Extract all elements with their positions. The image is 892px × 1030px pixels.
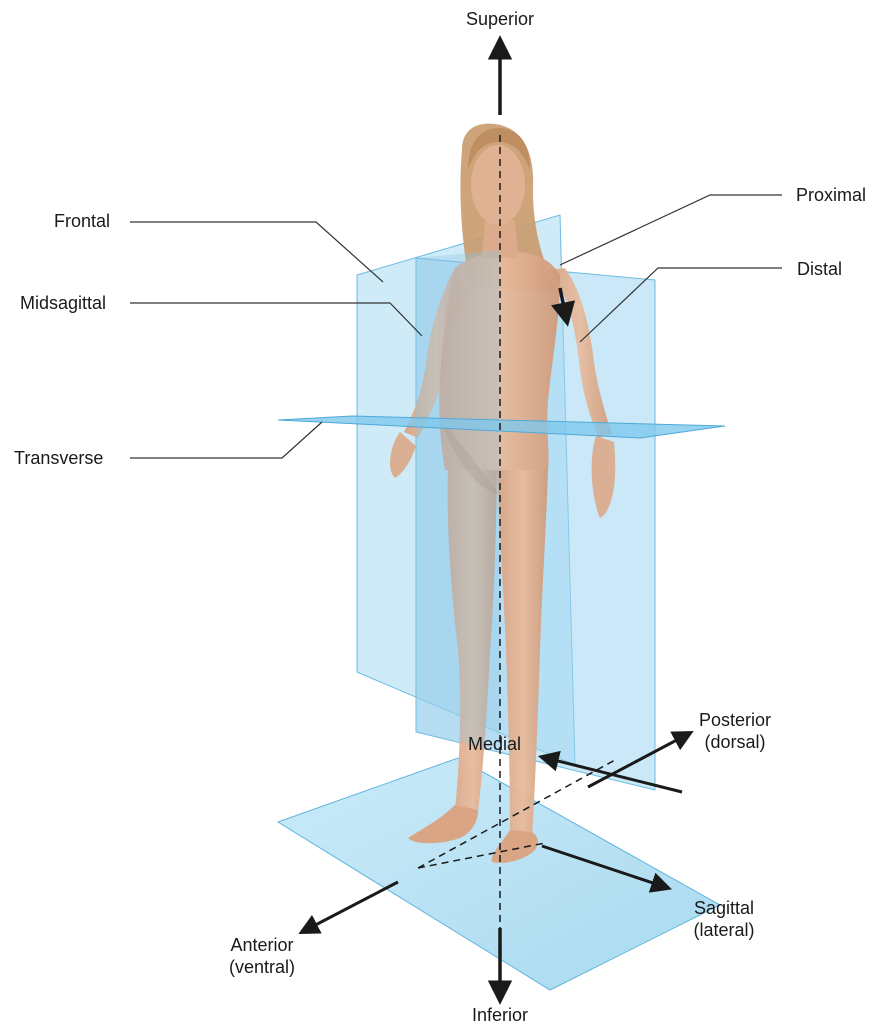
transverse-leader bbox=[130, 422, 322, 458]
label-medial: Medial bbox=[468, 733, 521, 755]
proximal-leader bbox=[560, 195, 782, 265]
label-anterior-sub: (ventral) bbox=[212, 956, 312, 978]
anterior-arrow bbox=[302, 882, 398, 932]
label-midsagittal: Midsagittal bbox=[20, 292, 106, 314]
label-anterior: Anterior bbox=[212, 934, 312, 956]
label-transverse: Transverse bbox=[14, 447, 103, 469]
label-superior: Superior bbox=[455, 8, 545, 30]
frontal-leader bbox=[130, 222, 383, 282]
frontal-plane-overlay bbox=[416, 250, 500, 750]
label-frontal: Frontal bbox=[54, 210, 110, 232]
label-inferior: Inferior bbox=[455, 1004, 545, 1026]
label-sagittal-sub: (lateral) bbox=[674, 919, 774, 941]
label-posterior-sub: (dorsal) bbox=[685, 731, 785, 753]
label-sagittal: Sagittal bbox=[674, 897, 774, 919]
label-distal: Distal bbox=[797, 258, 842, 280]
label-proximal: Proximal bbox=[796, 184, 866, 206]
label-posterior: Posterior bbox=[685, 709, 785, 731]
